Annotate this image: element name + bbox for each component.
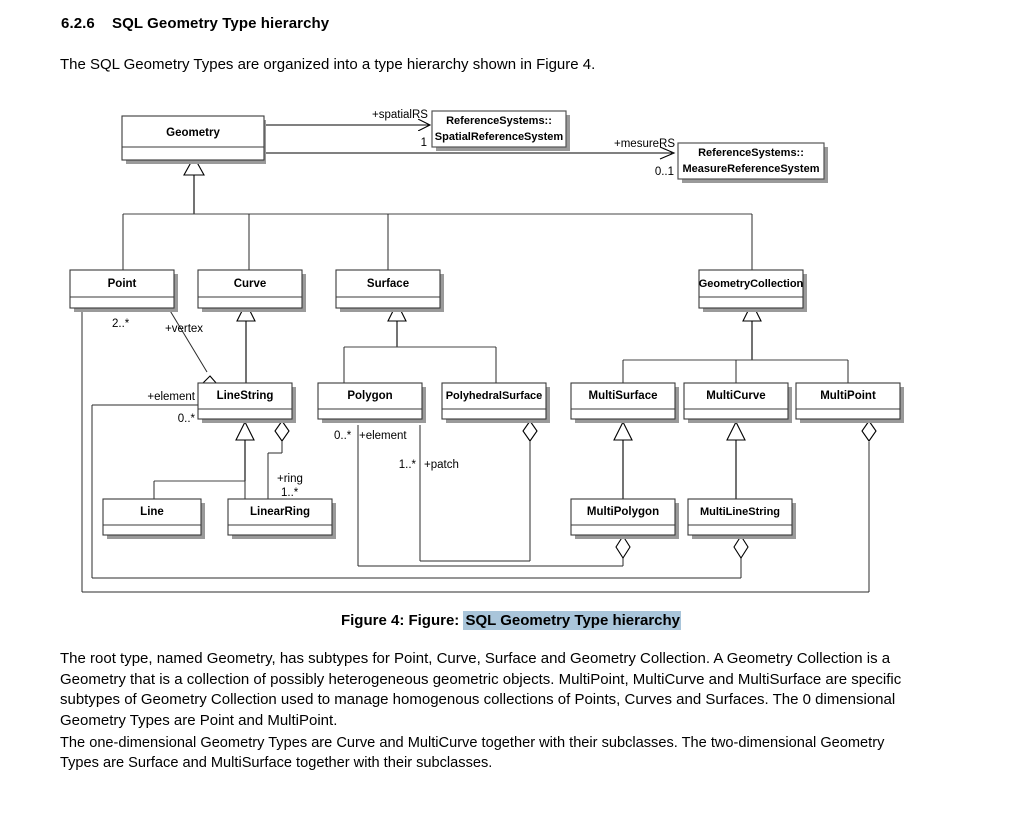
caption-prefix: Figure 4: Figure: <box>340 612 460 629</box>
label-element-linestring-role: +element <box>147 391 195 403</box>
generalization-multisurface-multipolygon <box>613 420 633 499</box>
body-paragraph-2: The one-dimensional Geometry Types are C… <box>60 735 885 771</box>
generalization-multicurve-multilinestring <box>726 420 746 499</box>
label-ring-role: +ring <box>277 473 303 485</box>
class-box-multisurface[interactable]: MultiSurface <box>570 382 679 423</box>
intro-paragraph: The SQL Geometry Types are organized int… <box>60 56 596 73</box>
class-box-multipoint[interactable]: MultiPoint <box>795 382 904 423</box>
class-label-spatialrefsys-line2: SpatialReferenceSystem <box>435 131 564 143</box>
class-box-linestring[interactable]: LineString <box>197 382 296 423</box>
association-ring <box>267 420 290 499</box>
generalization-bus-geometry <box>122 175 753 270</box>
class-label-linearring: LinearRing <box>250 506 310 518</box>
class-label-multipoint: MultiPoint <box>820 390 876 402</box>
association-patch <box>419 420 538 562</box>
class-box-spatialreferencesystem[interactable]: ReferenceSystems:: SpatialReferenceSyste… <box>431 110 570 151</box>
label-vertex-mult: 2..* <box>112 318 130 330</box>
class-label-linestring: LineString <box>217 390 274 402</box>
class-box-point[interactable]: Point <box>69 269 178 312</box>
section-heading: 6.2.6 SQL Geometry Type hierarchy <box>61 15 329 32</box>
generalization-linestring-bus <box>153 420 255 499</box>
label-patch-mult: 1..* <box>399 459 417 471</box>
class-label-line: Line <box>140 506 164 518</box>
association-element-linestring <box>91 404 749 579</box>
label-vertex-role: +vertex <box>165 323 203 335</box>
generalization-geometrycollection-bus <box>622 301 849 383</box>
label-ring-mult: 1..* <box>281 487 299 499</box>
class-label-point: Point <box>108 278 137 290</box>
class-label-multipolygon: MultiPolygon <box>587 506 659 518</box>
class-box-geometrycollection[interactable]: GeometryCollection <box>698 269 807 312</box>
class-label-spatialrefsys-line1: ReferenceSystems:: <box>446 115 552 127</box>
class-box-geometry[interactable]: Geometry <box>121 115 266 164</box>
class-label-polygon: Polygon <box>347 390 392 402</box>
class-label-curve: Curve <box>234 278 267 290</box>
class-box-measurereferencesystem[interactable]: ReferenceSystems:: MeasureReferenceSyste… <box>677 142 828 183</box>
label-element-polygon-role: +element <box>359 430 407 442</box>
label-element-linestring-mult: 0..* <box>178 413 196 425</box>
class-label-measurerefsys-line2: MeasureReferenceSystem <box>683 163 820 175</box>
label-element-polygon-mult: 0..* <box>334 430 352 442</box>
association-element-point <box>81 304 877 593</box>
class-box-multilinestring[interactable]: MultiLineString <box>687 498 796 539</box>
class-label-measurerefsys-line1: ReferenceSystems:: <box>698 147 804 159</box>
section-number: 6.2.6 <box>61 15 95 32</box>
label-spatialrs-role: +spatialRS <box>372 109 428 121</box>
class-label-multilinestring: MultiLineString <box>700 506 780 518</box>
figure-4-diagram: Geometry ReferenceSystems:: SpatialRefer… <box>0 95 1022 605</box>
class-label-geometrycollection: GeometryCollection <box>699 278 804 290</box>
section-title: SQL Geometry Type hierarchy <box>112 15 330 32</box>
label-spatialrs-mult: 1 <box>421 137 427 149</box>
association-mesurers <box>265 146 676 160</box>
class-box-polyhedralsurface[interactable]: PolyhedralSurface <box>441 382 550 423</box>
label-mesurers-role: +mesureRS <box>614 138 675 150</box>
class-box-polygon[interactable]: Polygon <box>317 382 426 423</box>
label-patch-role: +patch <box>424 459 459 471</box>
class-box-curve[interactable]: Curve <box>197 269 306 312</box>
class-label-polyhedralsurface: PolyhedralSurface <box>446 390 543 402</box>
caption-highlighted-title: SQL Geometry Type hierarchy <box>463 611 682 630</box>
association-element-polygon <box>357 425 631 567</box>
association-vertex <box>165 303 218 393</box>
generalization-arrow-geometry <box>183 155 205 176</box>
class-box-surface[interactable]: Surface <box>335 269 444 312</box>
class-box-multipolygon[interactable]: MultiPolygon <box>570 498 679 539</box>
class-label-multicurve: MultiCurve <box>706 390 765 402</box>
class-label-multisurface: MultiSurface <box>588 390 657 402</box>
class-box-multicurve[interactable]: MultiCurve <box>683 382 792 423</box>
class-box-linearring[interactable]: LinearRing <box>227 498 336 539</box>
body-paragraph-1: The root type, named Geometry, has subty… <box>60 650 902 729</box>
class-label-surface: Surface <box>367 278 409 290</box>
generalization-surface-bus <box>343 301 497 383</box>
label-mesurers-mult: 0..1 <box>655 166 674 178</box>
generalization-curve-linestring <box>236 301 256 383</box>
class-label-geometry: Geometry <box>166 127 220 139</box>
figure-caption: Figure 4: Figure: SQL Geometry Type hier… <box>0 611 1022 630</box>
class-box-line[interactable]: Line <box>102 498 205 539</box>
